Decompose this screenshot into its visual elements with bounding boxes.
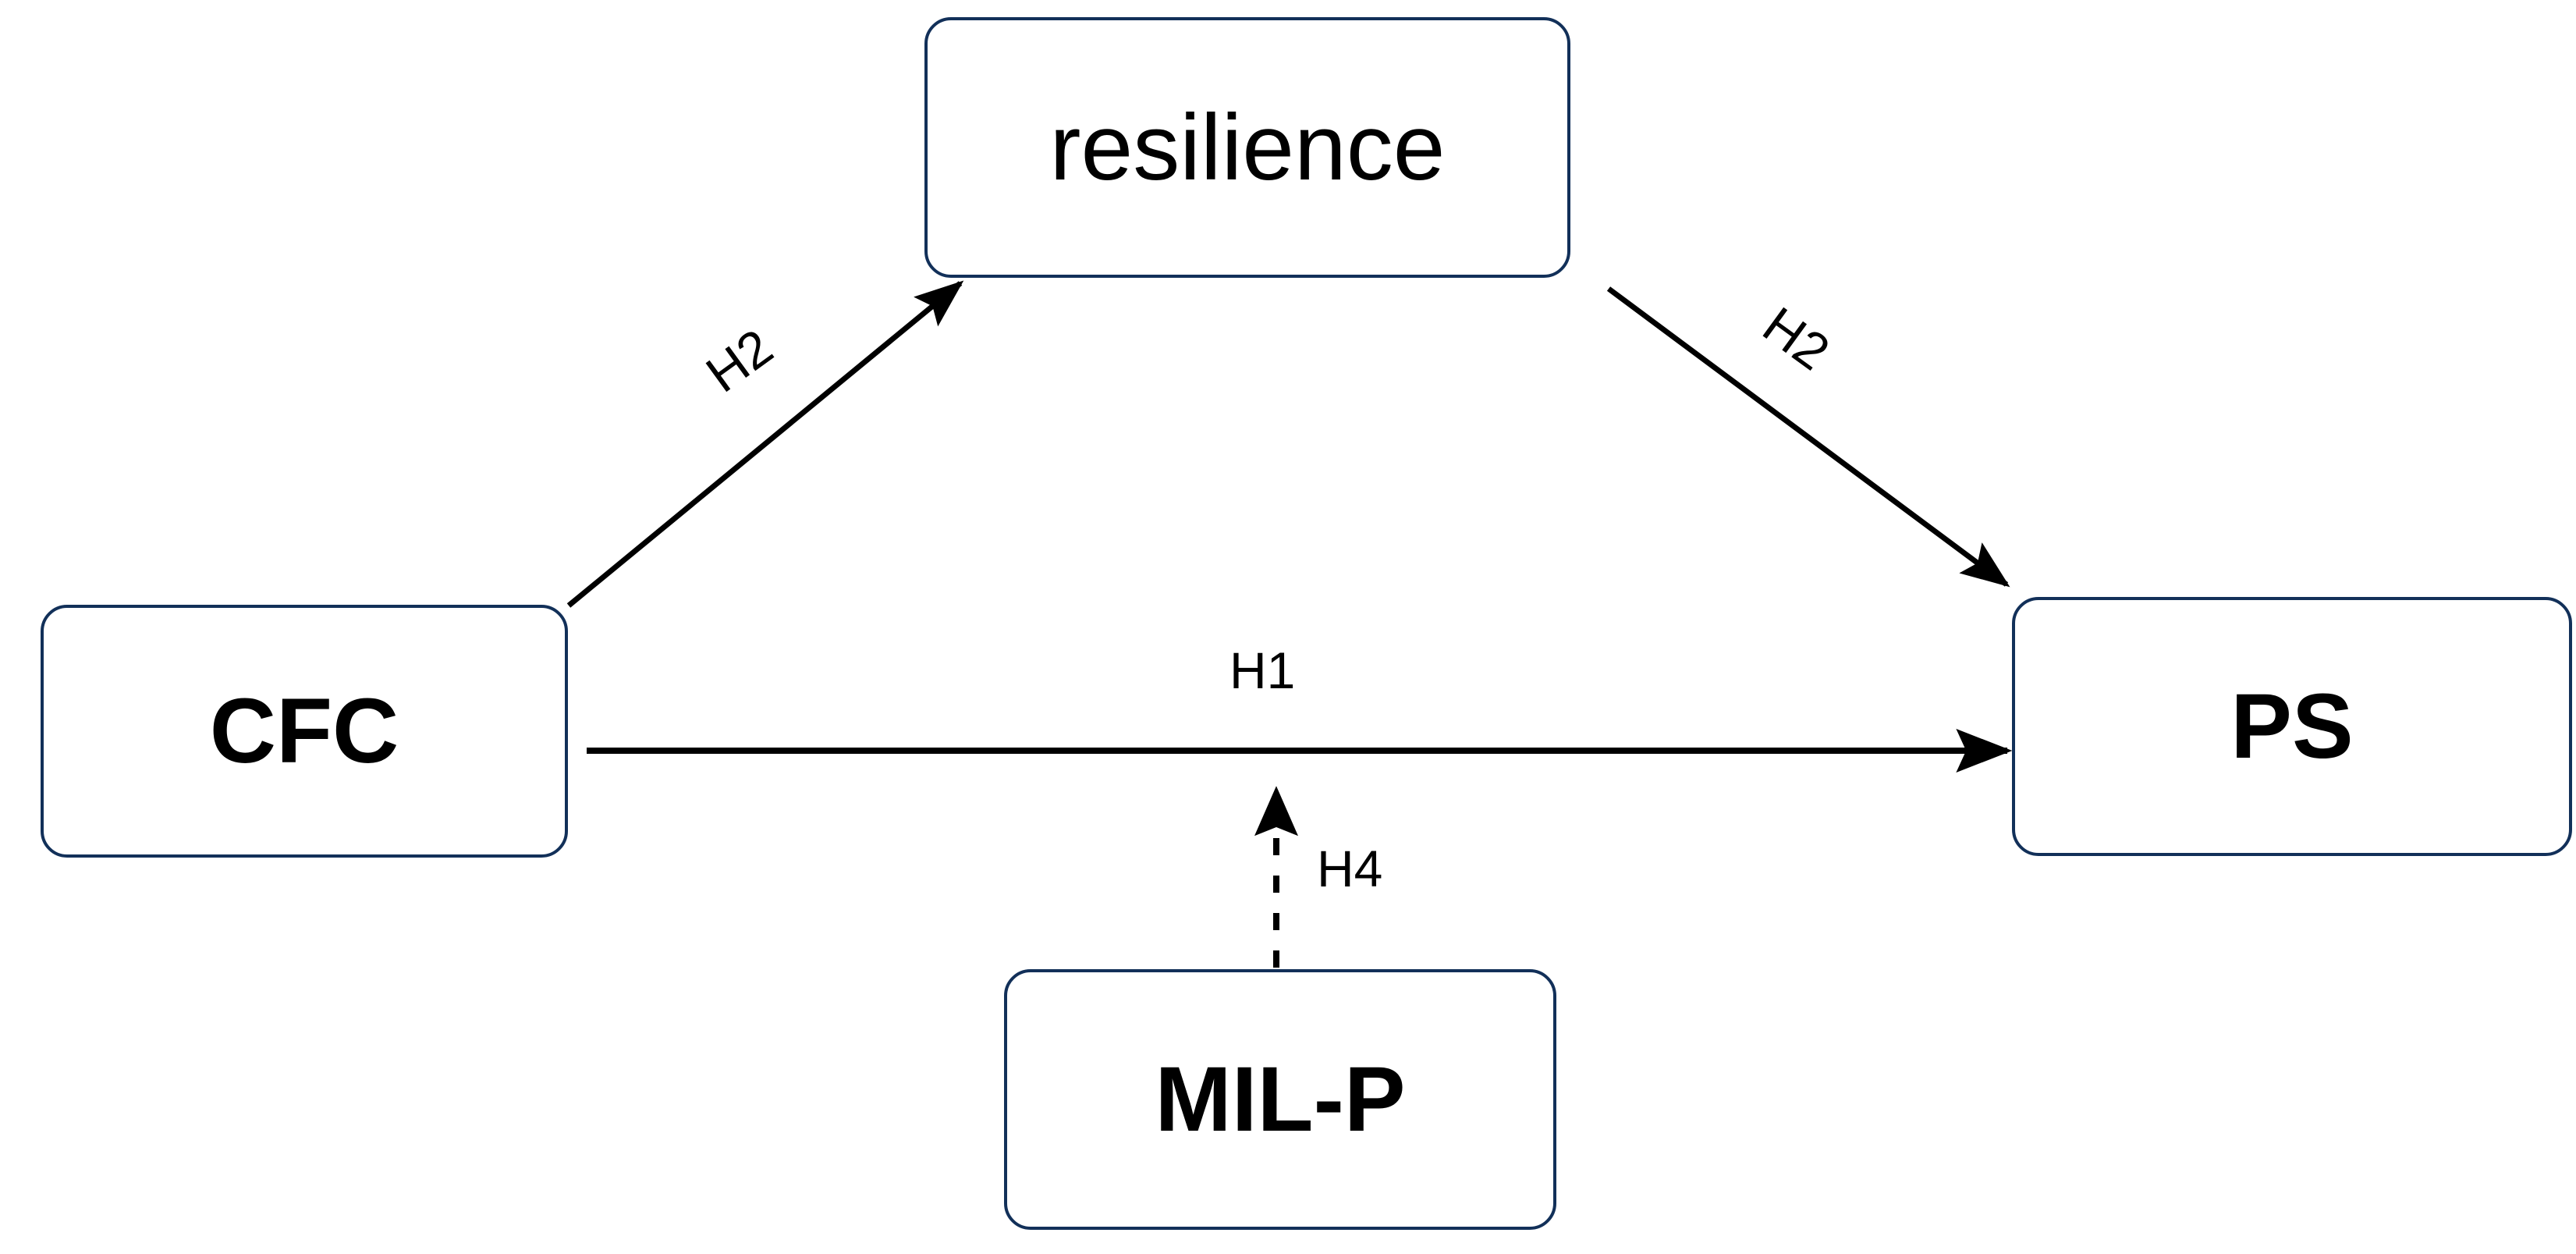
node-resilience-label: resilience	[1049, 95, 1446, 200]
node-ps-label: PS	[2230, 675, 2354, 778]
node-cfc-label: CFC	[209, 680, 399, 783]
node-cfc[interactable]: CFC	[41, 605, 568, 858]
node-milp[interactable]: MIL-P	[1004, 969, 1556, 1230]
edge-cfc-to-resilience	[566, 280, 964, 608]
node-milp-label: MIL-P	[1155, 1048, 1406, 1151]
node-resilience[interactable]: resilience	[924, 17, 1570, 278]
edge-resilience-to-ps	[1606, 286, 2010, 588]
edge-label-milp-moderation: H4	[1317, 840, 1383, 897]
node-ps[interactable]: PS	[2012, 597, 2572, 856]
edge-label-cfc-to-ps: H1	[1229, 641, 1296, 699]
